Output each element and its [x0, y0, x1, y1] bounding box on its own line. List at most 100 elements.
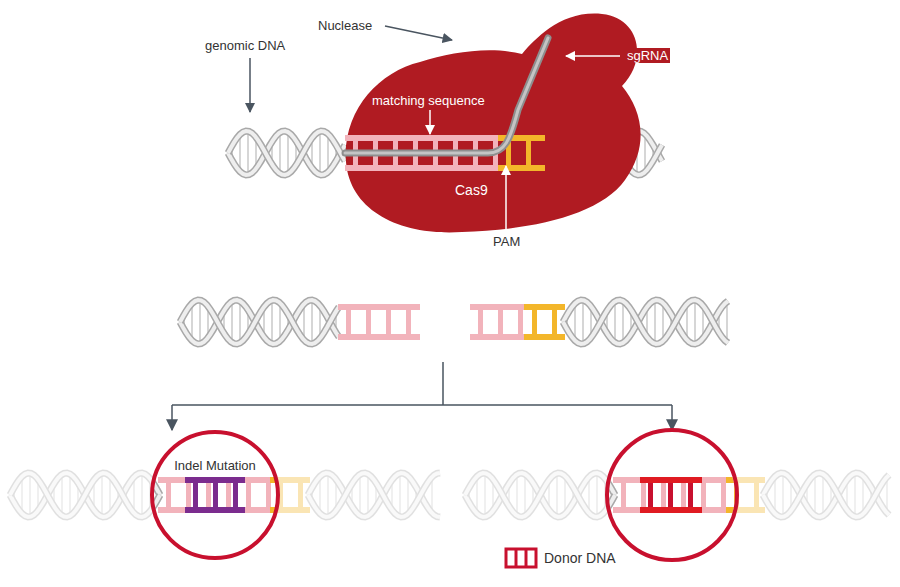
base-pair	[366, 310, 371, 334]
helix-rung	[359, 474, 361, 515]
helix-strand	[180, 300, 339, 344]
base-pair	[641, 483, 646, 507]
helix-strand	[465, 473, 615, 517]
base-pair	[298, 483, 303, 507]
part-label: matching sequence	[372, 93, 485, 108]
helix-rung	[878, 489, 880, 502]
helix-rung	[838, 493, 840, 497]
helix-strand	[308, 473, 440, 517]
base-pair	[298, 483, 303, 507]
helix-strand	[763, 473, 889, 517]
helix-rung	[468, 488, 470, 502]
base-pair	[246, 483, 251, 507]
helix-strand	[308, 473, 440, 517]
base-pair	[386, 310, 391, 334]
helix-strand	[763, 473, 889, 517]
helix-rung	[399, 473, 401, 517]
helix-rung	[596, 473, 598, 517]
helix-strand	[228, 131, 345, 175]
dna-backbone	[270, 507, 310, 513]
dna-backbone	[640, 507, 702, 513]
part-label: PAM	[491, 234, 522, 249]
helix-rung	[311, 488, 313, 502]
helix-strand	[763, 473, 889, 517]
helix-strand	[465, 473, 615, 517]
legend-text: Donor DNA	[544, 550, 616, 566]
helix-rung	[13, 488, 15, 502]
leader-genomic	[249, 58, 251, 112]
base-pair	[668, 483, 673, 507]
dna-backbone	[524, 304, 565, 310]
dna-backbone	[640, 507, 702, 513]
part-label: genomic DNA	[205, 38, 285, 53]
helix-rung	[516, 474, 518, 515]
helix-rung	[886, 477, 888, 513]
helix-rung	[814, 474, 816, 515]
helix-rung	[766, 488, 768, 502]
helix-rung	[524, 474, 526, 516]
helix-rung	[101, 473, 103, 517]
dna-backbone	[613, 477, 728, 483]
helix-rung	[564, 476, 566, 514]
helix-strand	[763, 473, 889, 517]
part-label: Nuclease	[318, 18, 372, 33]
helix-rung	[862, 476, 864, 514]
helix-rung	[798, 492, 800, 498]
base-pair	[754, 483, 759, 507]
helix-strand	[308, 473, 440, 517]
helix-strand	[308, 473, 440, 517]
helix-rung	[846, 480, 848, 510]
helix-strand	[10, 473, 160, 517]
dna-backbone	[524, 334, 565, 340]
helix-rung	[69, 474, 71, 516]
helix-rung	[854, 473, 856, 517]
helix-strand	[10, 473, 160, 517]
dna-backbone	[270, 477, 310, 483]
helix-rung	[582, 300, 584, 344]
helix-strand	[308, 473, 440, 517]
helix-rung	[391, 480, 393, 510]
helix-rung	[239, 301, 241, 343]
base-pair	[721, 483, 726, 507]
base-pair	[233, 483, 238, 507]
base-pair	[213, 483, 218, 507]
dna-backbone	[613, 477, 728, 483]
helix-rung	[580, 489, 582, 502]
helix-rung	[407, 476, 409, 514]
split-arrow	[171, 405, 173, 430]
base-pair	[701, 483, 706, 507]
helix-strand	[308, 473, 440, 517]
dna-backbone	[640, 477, 702, 483]
helix-rung	[548, 480, 550, 510]
base-pair	[641, 483, 646, 507]
helix-rung	[532, 483, 534, 507]
base-pair	[532, 310, 537, 334]
helix-strand	[228, 131, 345, 175]
helix-rung	[726, 302, 728, 343]
helix-rung	[782, 473, 784, 517]
base-pair	[266, 483, 271, 507]
helix-rung	[399, 473, 401, 517]
helix-rung	[423, 489, 425, 502]
dna-backbone	[470, 304, 527, 310]
helix-rung	[870, 487, 872, 503]
base-pair	[648, 483, 653, 507]
helix-strand	[180, 300, 339, 344]
base-pair	[668, 483, 673, 507]
base-pair	[206, 483, 211, 507]
helix-rung	[335, 479, 337, 510]
helix-strand	[763, 473, 889, 517]
helix-rung	[508, 484, 510, 507]
helix-rung	[359, 474, 361, 515]
dna-backbone	[338, 334, 420, 340]
helix-strand	[10, 473, 160, 517]
base-pair	[681, 483, 686, 507]
split-arrow	[671, 405, 673, 430]
helix-strand	[308, 473, 440, 517]
helix-rung	[319, 476, 321, 513]
helix-rung	[117, 487, 119, 503]
dna-backbone	[185, 507, 245, 513]
helix-strand	[10, 473, 160, 517]
helix-rung	[588, 477, 590, 513]
helix-rung	[782, 473, 784, 517]
